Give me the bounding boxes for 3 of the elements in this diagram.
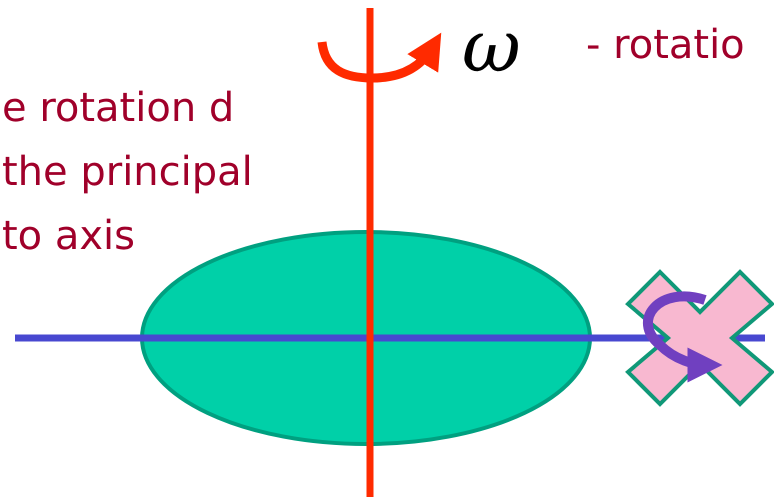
description-text: e rotation d the principal to axis [2, 84, 254, 261]
omega-symbol: ω [462, 4, 521, 88]
label-text: - rotatio [586, 22, 745, 68]
